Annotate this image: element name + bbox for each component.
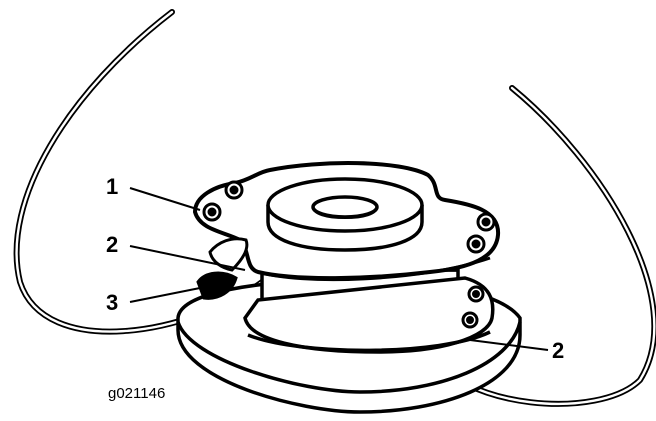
callout-2-upper: 2: [106, 232, 118, 257]
center-boss: [268, 179, 422, 250]
callout-3: 3: [106, 290, 118, 315]
figure-id: g021146: [108, 385, 165, 402]
callout-1: 1: [106, 174, 118, 199]
callout-2-lower: 2: [552, 338, 564, 363]
